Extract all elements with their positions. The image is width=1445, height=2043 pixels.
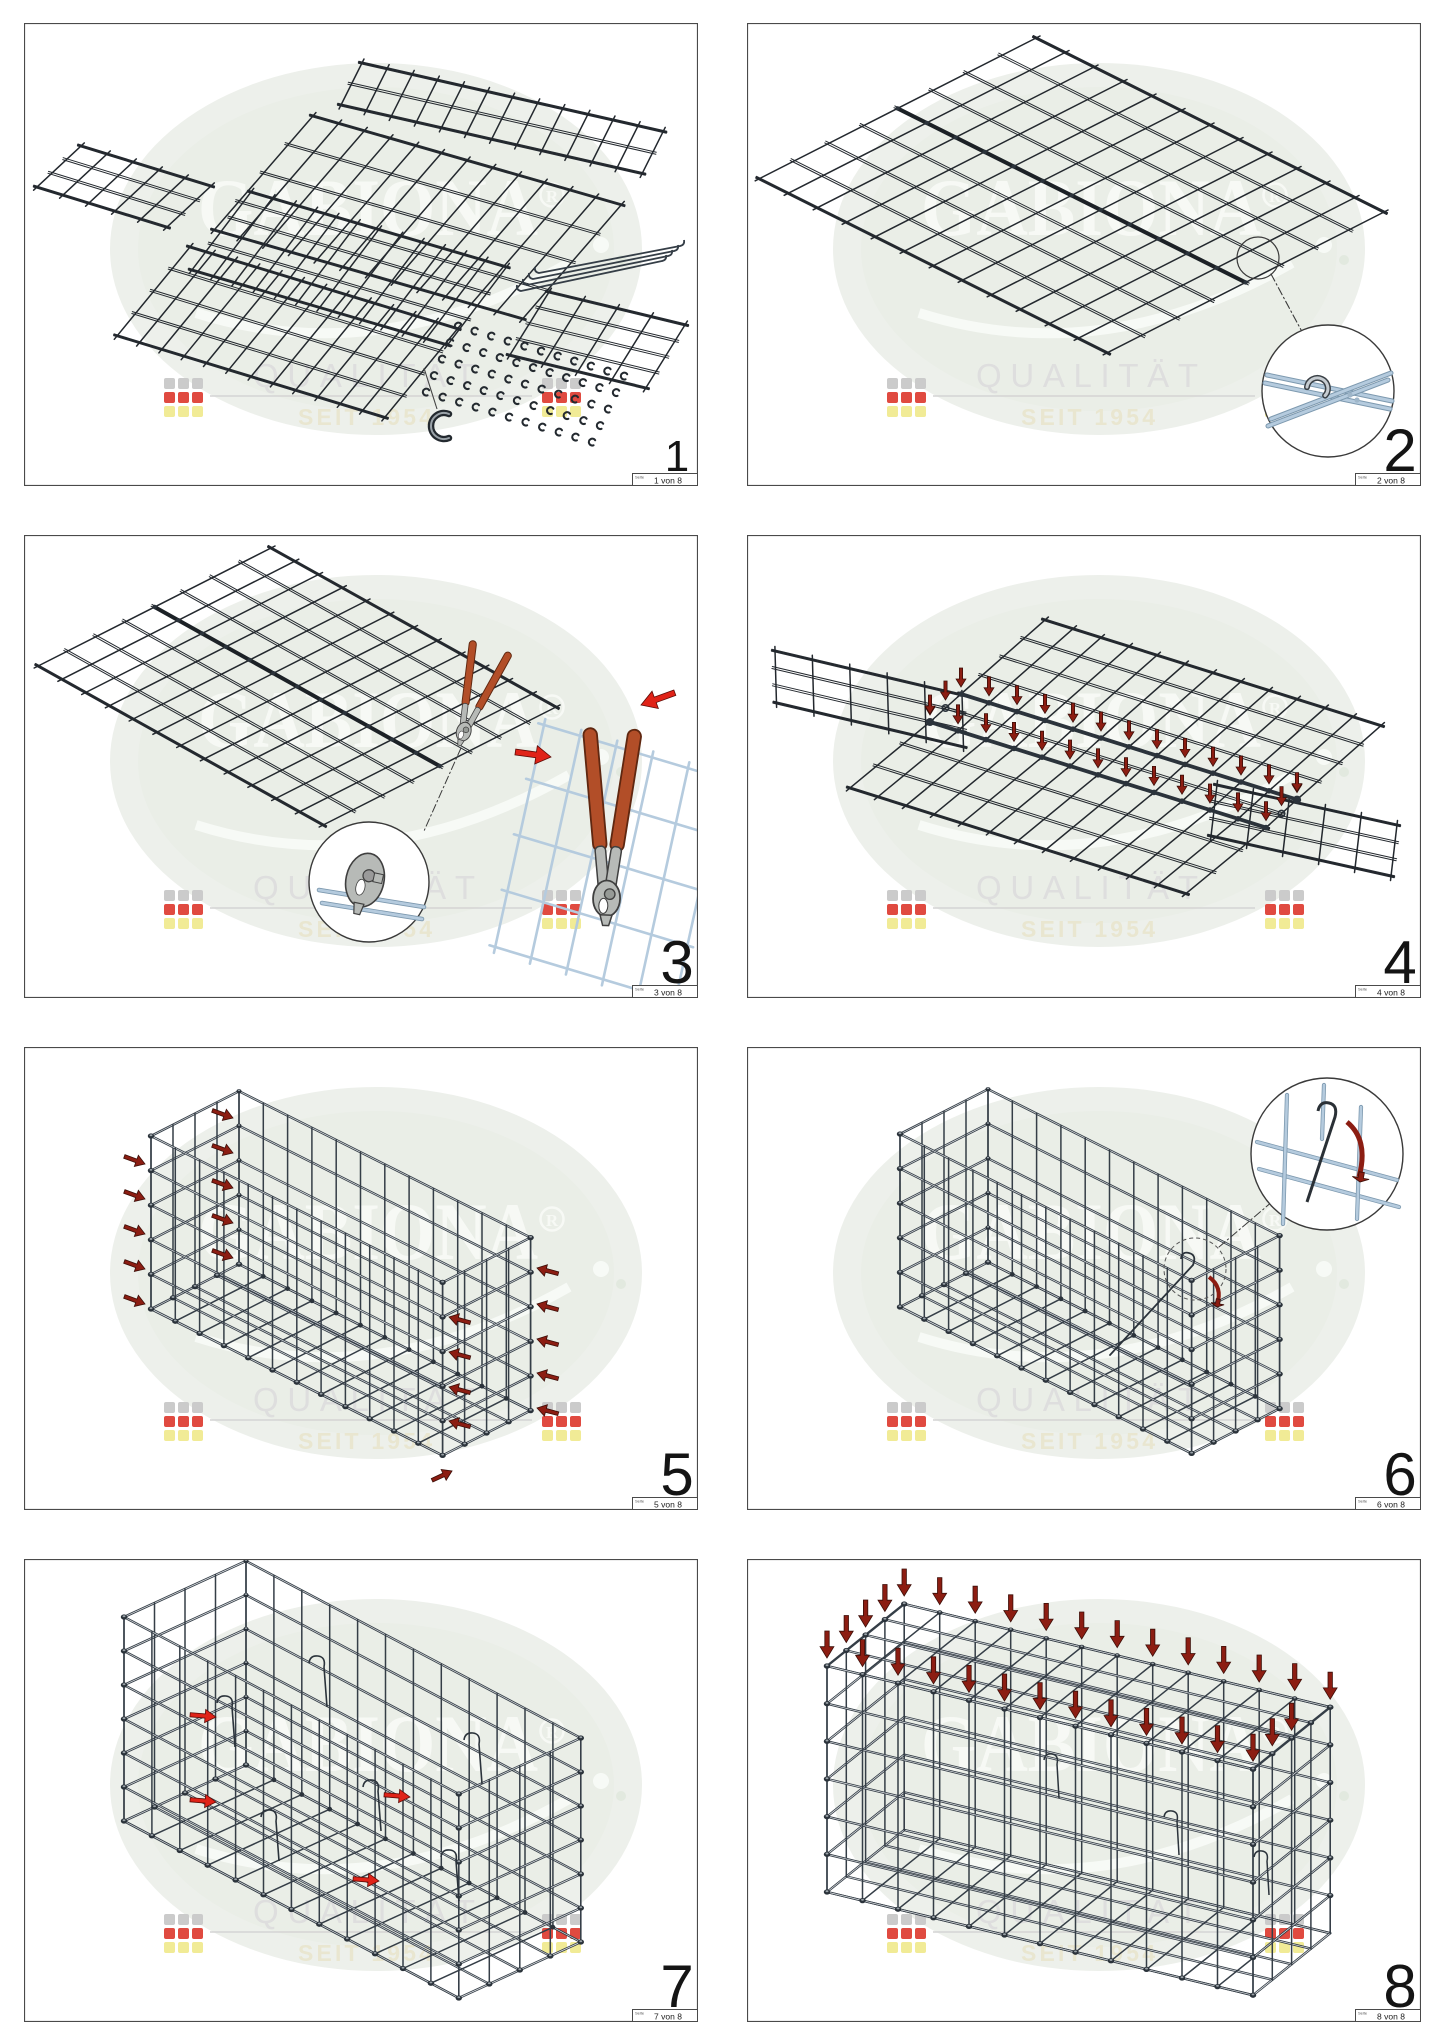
svg-text:Seite: Seite <box>1358 987 1368 992</box>
svg-text:7 von 8: 7 von 8 <box>654 2012 682 2022</box>
svg-text:Seite: Seite <box>635 1499 645 1504</box>
svg-text:5: 5 <box>660 1441 693 1508</box>
svg-text:Seite: Seite <box>635 475 645 480</box>
svg-text:1 von 8: 1 von 8 <box>654 476 682 486</box>
svg-text:Seite: Seite <box>635 987 645 992</box>
svg-text:4 von 8: 4 von 8 <box>1377 988 1405 998</box>
svg-text:8: 8 <box>1383 1953 1416 2020</box>
svg-text:Seite: Seite <box>1358 475 1368 480</box>
svg-text:8 von 8: 8 von 8 <box>1377 2012 1405 2022</box>
svg-text:2: 2 <box>1383 417 1416 484</box>
svg-text:7: 7 <box>660 1953 693 2020</box>
svg-text:2 von 8: 2 von 8 <box>1377 476 1405 486</box>
svg-text:Seite: Seite <box>1358 1499 1368 1504</box>
svg-text:6: 6 <box>1383 1441 1416 1508</box>
svg-text:Seite: Seite <box>635 2011 645 2016</box>
svg-text:6 von 8: 6 von 8 <box>1377 1500 1405 1510</box>
svg-text:Seite: Seite <box>1358 2011 1368 2016</box>
svg-text:4: 4 <box>1383 929 1416 996</box>
svg-text:5 von 8: 5 von 8 <box>654 1500 682 1510</box>
svg-text:3: 3 <box>660 929 693 996</box>
svg-text:3 von 8: 3 von 8 <box>654 988 682 998</box>
svg-text:1: 1 <box>665 432 689 481</box>
